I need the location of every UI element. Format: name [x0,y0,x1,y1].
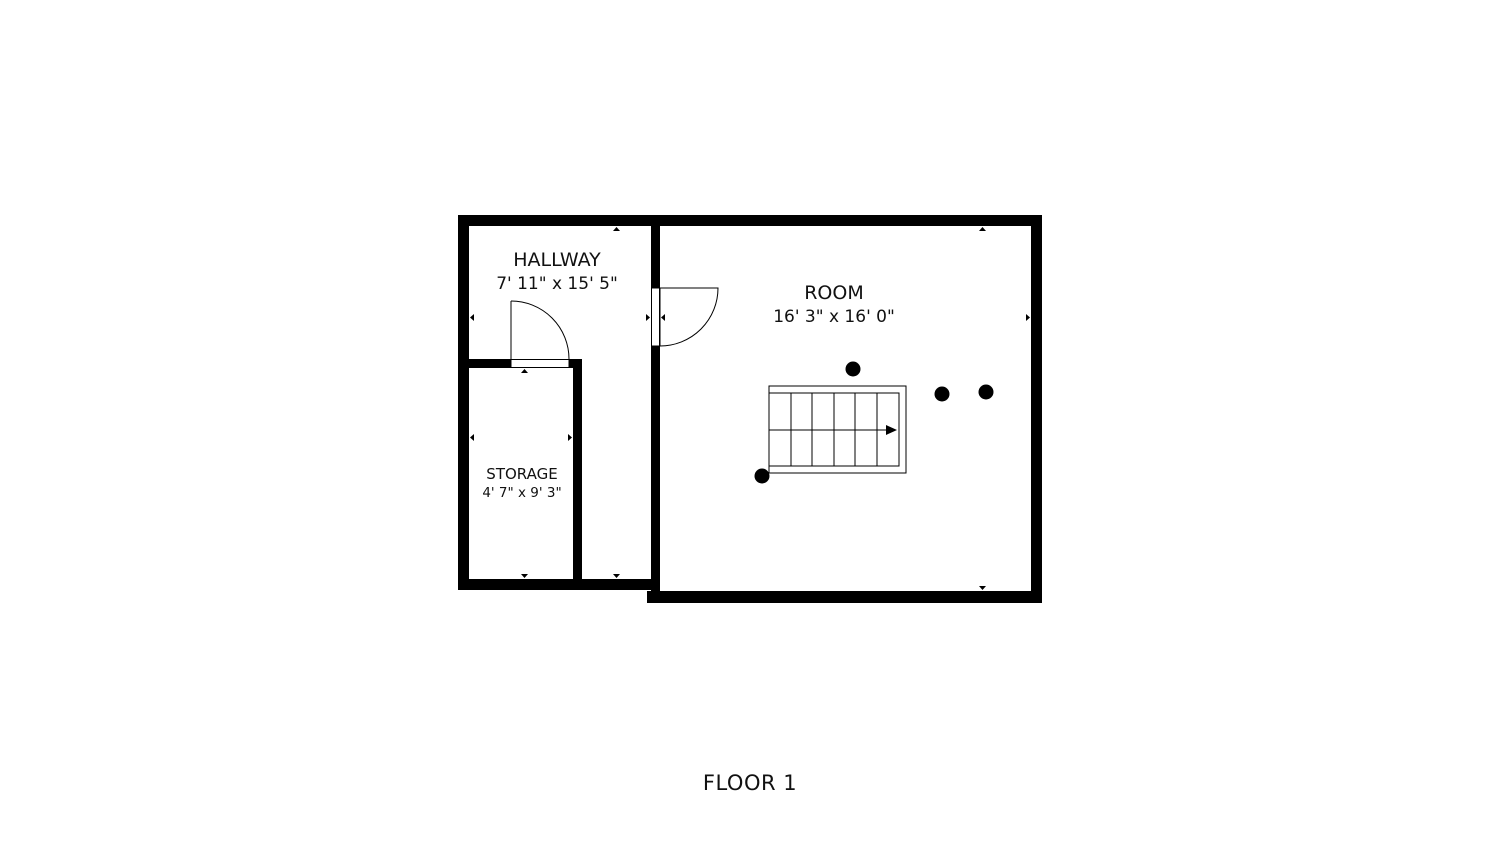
fixtures [754,361,994,484]
room-name-storage: STORAGE [486,465,557,483]
door-arc-room [659,287,719,347]
wall-divider-lower [651,346,660,603]
wall-storage-right [573,359,582,584]
walls [458,215,1042,603]
room-name-hallway: HALLWAY [513,249,601,271]
room-name-room: ROOM [804,282,864,304]
marker-right-icon [646,314,650,321]
fixture-dot [978,384,994,400]
floor-label: FLOOR 1 [702,771,798,795]
wall-left [458,215,469,590]
fixture-dot [934,386,950,402]
wall-top [458,215,1042,226]
door-thresholds [510,287,660,368]
marker-right-icon [1026,314,1030,321]
marker-up-icon [521,369,528,373]
room-dimensions-hallway: 7' 11" x 15' 5" [496,274,618,294]
stair-direction-arrow-icon [886,425,897,435]
door-arc-storage [510,300,570,360]
room-dimensions-storage: 4' 7" x 9' 3" [482,485,561,501]
marker-down-icon [979,586,986,590]
door-threshold-room [651,287,660,347]
marker-down-icon [613,574,620,578]
staircase [768,385,907,474]
marker-left-icon [470,434,474,441]
door-threshold-storage [510,359,570,368]
door-swings [510,287,719,360]
wall-storage-top-left [458,359,511,368]
marker-right-icon [568,434,572,441]
room-dimensions-room: 16' 3" x 16' 0" [773,307,895,327]
room-labels: HALLWAY 7' 11" x 15' 5" ROOM 16' 3" x 16… [482,249,894,501]
wall-right [1031,215,1042,603]
wall-divider-upper [651,215,660,288]
fixture-dot [845,361,861,377]
marker-up-icon [613,227,620,231]
measurement-markers [470,227,1030,590]
fixture-dot [754,468,770,484]
marker-up-icon [979,227,986,231]
marker-left-icon [661,314,665,321]
marker-left-icon [470,314,474,321]
marker-down-icon [521,574,528,578]
wall-bottom-hallway [458,579,658,590]
wall-bottom-room [647,591,1042,603]
